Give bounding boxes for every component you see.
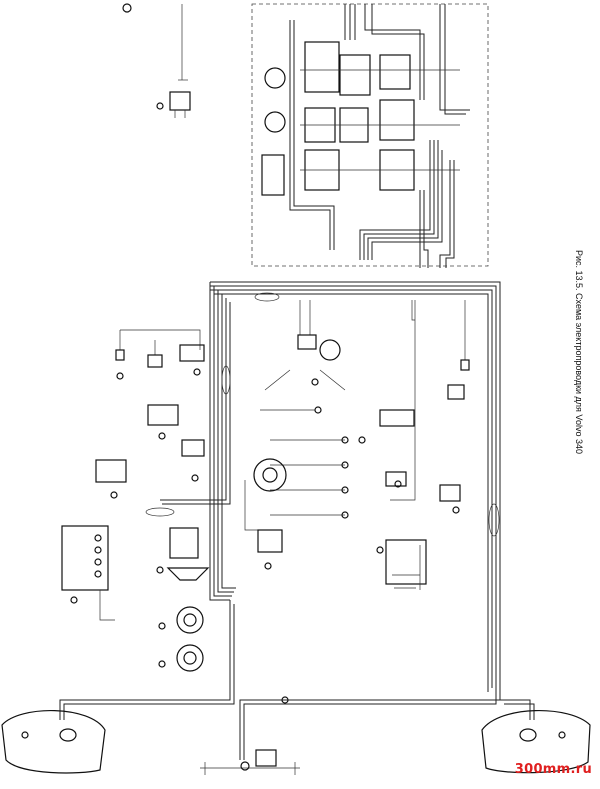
rear-lights <box>1 696 591 775</box>
left-components <box>61 329 210 672</box>
figure-caption: Рис. 13.5. Схема электропроводки для Vol… <box>574 250 584 454</box>
center-components <box>244 300 470 590</box>
top-left-component <box>122 3 191 118</box>
watermark: 300mm.ru <box>514 762 592 777</box>
relay-box <box>251 3 489 268</box>
main-harness <box>59 281 535 760</box>
